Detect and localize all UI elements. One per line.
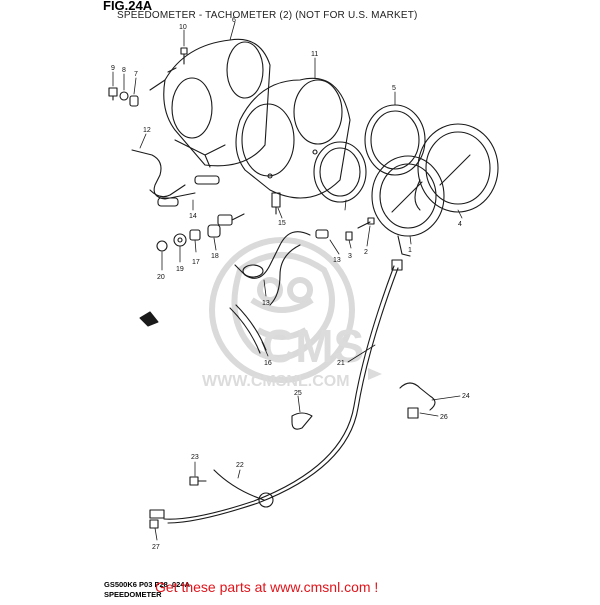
callout-20: 20 (157, 274, 165, 281)
watermark-brand: CMS (262, 320, 364, 372)
part-20-grommet (156, 240, 168, 252)
part-22-cable-tie (213, 469, 274, 508)
callout-21: 21 (337, 360, 345, 367)
part-16-tube (229, 304, 267, 354)
part-25-clamp (291, 412, 313, 430)
callout-7: 7 (134, 71, 138, 78)
callout-14: 14 (189, 213, 197, 220)
part-23-screw (189, 476, 207, 486)
callout-1: 1 (408, 247, 412, 254)
part-5-upper-ring (364, 104, 426, 176)
figure-label: FIG.24A (103, 0, 153, 13)
callout-2: 2 (364, 249, 368, 256)
part-13-wire-harness (234, 229, 329, 306)
callout-22: 22 (236, 462, 244, 469)
callout-26: 26 (440, 414, 448, 421)
callout-25: 25 (294, 390, 302, 397)
footer-code: GS500K6 P03 P28_024A (104, 580, 190, 589)
watermark: CMS WWW.CMSNL.COM (202, 237, 382, 390)
callout-4: 4 (458, 221, 462, 228)
callout-10: 10 (179, 24, 187, 31)
part-1-speedometer (371, 155, 445, 257)
callout-9: 9 (111, 65, 115, 72)
part-19-washer (173, 233, 187, 247)
callout-8: 8 (122, 67, 126, 74)
part-18-socket (207, 224, 221, 238)
part-3-nut (345, 231, 353, 241)
callout-16: 16 (264, 360, 272, 367)
part-2-screw (357, 217, 375, 229)
callout-19: 19 (176, 266, 184, 273)
part-14-socket (217, 213, 245, 226)
callout-24: 24 (462, 393, 470, 400)
callout-15: 15 (278, 220, 286, 227)
part-21-cable (149, 259, 403, 524)
part-6-meter-case (149, 38, 271, 168)
watermark-url: WWW.CMSNL.COM (202, 373, 350, 390)
callout-27: 27 (152, 544, 160, 551)
callout-17: 17 (192, 259, 200, 266)
watermark-arrow-icon (368, 368, 382, 380)
footer-name: SPEEDOMETER (104, 590, 162, 599)
part-26-bolt (407, 407, 419, 419)
callout-5-upper: 5 (392, 85, 396, 92)
callout-12: 12 (143, 127, 151, 134)
part-7-grommet (129, 95, 139, 107)
part-15-bulb (271, 192, 281, 215)
part-10-screw (180, 47, 188, 65)
part-12-harness (131, 149, 220, 207)
part-8-washer (119, 91, 129, 101)
part-11-bezel-cover (235, 77, 351, 199)
callout-6: 6 (232, 17, 236, 24)
part-9-bolt (108, 87, 118, 101)
watermark-emblem (209, 237, 355, 383)
part-24-clip (399, 382, 436, 411)
callout-23: 23 (191, 454, 199, 461)
figure-title: SPEEDOMETER - TACHOMETER (2) (NOT FOR U.… (117, 10, 418, 21)
callout-11: 11 (311, 51, 318, 58)
promo-link[interactable]: Get these parts at www.cmsnl.com ! (155, 579, 379, 595)
callout-13-lower: 13 (262, 300, 270, 307)
callout-13-upper: 13 (333, 257, 341, 264)
callout-18: 18 (211, 253, 219, 260)
part-4-tachometer (414, 123, 499, 213)
part-17-clamp (189, 229, 201, 241)
callout-3: 3 (348, 253, 352, 260)
leader-lines (112, 21, 463, 541)
front-arrow-icon (139, 311, 159, 327)
part-27-screw (149, 519, 159, 529)
part-5-lower-ring (313, 141, 367, 203)
